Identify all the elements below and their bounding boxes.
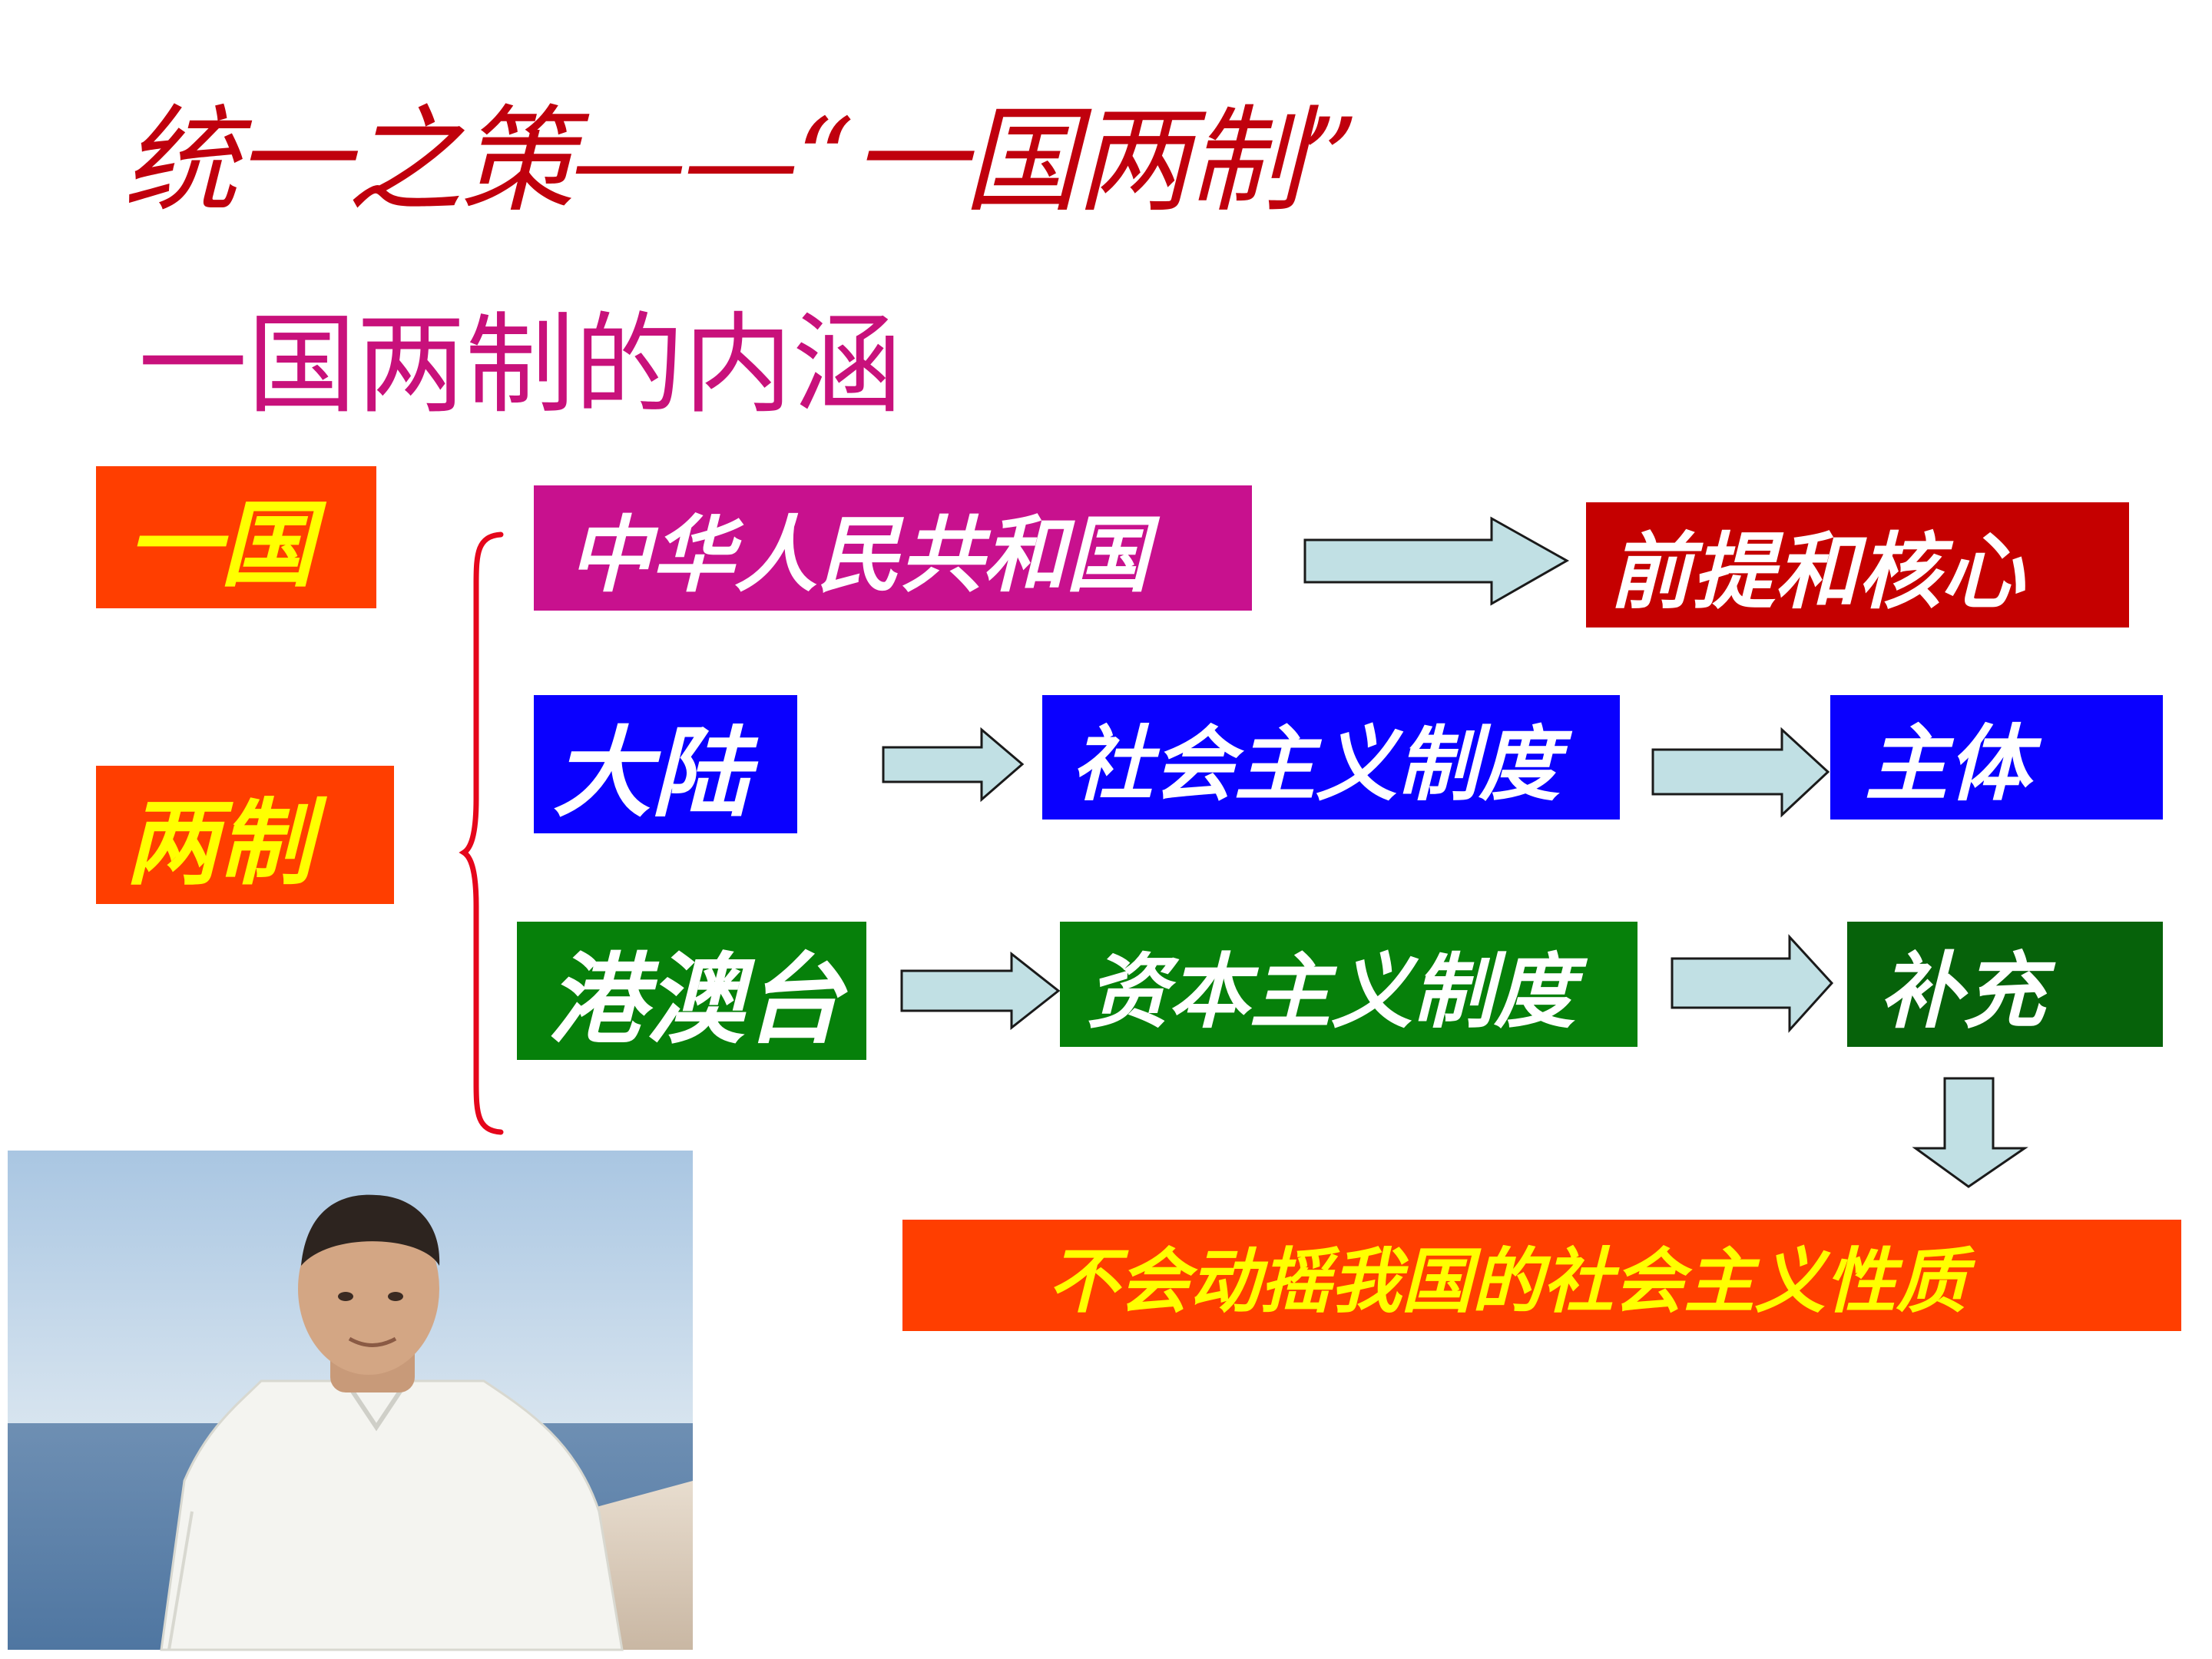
mainland-label: 大陆 <box>553 716 750 831</box>
slide-subtitle: 一国两制的内涵 <box>138 302 902 429</box>
prc-box: 中华人民共和国 <box>534 485 1252 611</box>
mainland-box: 大陆 <box>534 695 797 833</box>
right-arrow-icon <box>882 727 1025 803</box>
curly-brace <box>459 531 504 1135</box>
main-body-box: 主体 <box>1830 695 2163 820</box>
capitalist-system-box: 资本主义制度 <box>1060 922 1637 1047</box>
premise-core-label: 前提和核心 <box>1609 524 2025 621</box>
prc-label: 中华人民共和国 <box>568 507 1150 604</box>
right-arrow-icon <box>1303 516 1570 606</box>
one-country-box: 一国 <box>96 466 376 608</box>
hk-macau-taiwan-label: 港澳台 <box>548 942 843 1058</box>
main-body-label: 主体 <box>1865 717 2032 813</box>
two-systems-label: 两制 <box>125 788 313 898</box>
conclusion-label: 不会动摇我国的社会主义性质 <box>1048 1240 1967 1323</box>
supplement-label: 补充 <box>1879 943 2046 1040</box>
hk-macau-taiwan-box: 港澳台 <box>517 922 866 1060</box>
right-arrow-icon <box>1671 934 1834 1033</box>
slide-title: 统一之策——“一国两制” <box>123 94 1359 228</box>
two-systems-box: 两制 <box>96 766 394 904</box>
socialist-system-box: 社会主义制度 <box>1042 695 1620 820</box>
socialist-system-label: 社会主义制度 <box>1071 717 1560 812</box>
down-arrow-icon <box>1912 1077 2028 1188</box>
conclusion-box: 不会动摇我国的社会主义性质 <box>902 1220 2181 1331</box>
capitalist-system-label: 资本主义制度 <box>1087 944 1575 1039</box>
one-country-label: 一国 <box>127 491 314 600</box>
portrait-photo <box>8 1151 693 1651</box>
right-arrow-icon <box>900 951 1061 1031</box>
supplement-box: 补充 <box>1847 922 2163 1047</box>
premise-core-box: 前提和核心 <box>1586 502 2129 628</box>
right-arrow-icon <box>1651 727 1830 818</box>
